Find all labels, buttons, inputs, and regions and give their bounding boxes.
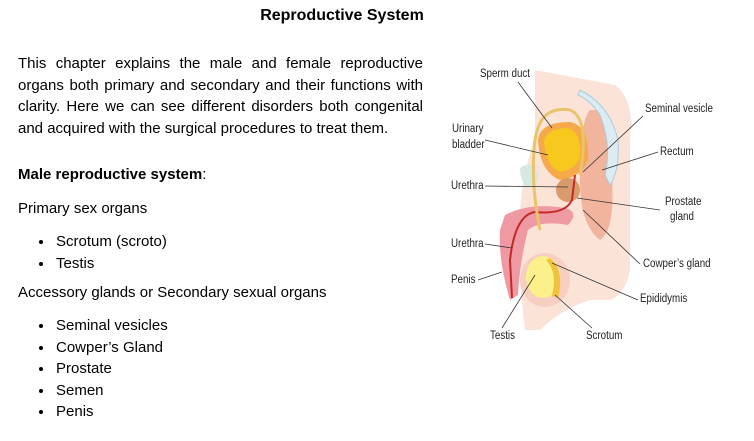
list-item: Scrotum (scroto) [54, 231, 167, 253]
list-item: Cowper’s Gland [54, 337, 168, 359]
bladder-inner [544, 128, 581, 172]
anatomy-diagram [477, 70, 661, 330]
primary-list: Scrotum (scroto) Testis [18, 231, 167, 274]
label-urinary-bladder-2: bladder [452, 139, 485, 151]
prostate [556, 178, 580, 202]
page-title: Reproductive System [260, 7, 424, 24]
accessory-heading: Accessory glands or Secondary sexual org… [18, 284, 327, 301]
male-heading: Male reproductive system: [18, 166, 206, 183]
list-item: Seminal vesicles [54, 315, 168, 337]
label-prostate-2: gland [670, 211, 694, 223]
label-epididymis: Epididymis [640, 293, 688, 305]
male-heading-text: Male reproductive system [18, 166, 203, 183]
rectum [580, 110, 613, 240]
list-item: Testis [54, 253, 167, 275]
list-item: Penis [54, 401, 168, 423]
label-urinary-bladder-1: Urinary [452, 123, 484, 135]
male-heading-colon: : [202, 166, 207, 183]
urethra-line [508, 174, 576, 299]
label-rectum: Rectum [660, 146, 694, 158]
label-testis: Testis [490, 330, 515, 342]
list-item: Semen [54, 380, 168, 402]
primary-heading: Primary sex organs [18, 200, 148, 217]
spine [577, 89, 619, 186]
epididymis [546, 258, 561, 298]
leader-lines [477, 81, 661, 329]
label-scrotum: Scrotum [586, 330, 623, 342]
label-sperm-duct: Sperm duct [480, 68, 530, 80]
label-prostate-1: Prostate [665, 196, 702, 208]
penis [499, 206, 574, 300]
label-seminal-vesicle: Seminal vesicle [645, 103, 713, 115]
intro-paragraph: This chapter explains the male and femal… [18, 55, 423, 137]
label-urethra-upper: Urethra [451, 180, 484, 192]
label-urethra-lower: Urethra [451, 238, 484, 250]
accessory-list: Seminal vesicles Cowper’s Gland Prostate… [18, 315, 168, 423]
label-penis: Penis [451, 274, 476, 286]
list-item: Prostate [54, 358, 168, 380]
label-cowpers-gland: Cowper’s gland [643, 258, 711, 270]
